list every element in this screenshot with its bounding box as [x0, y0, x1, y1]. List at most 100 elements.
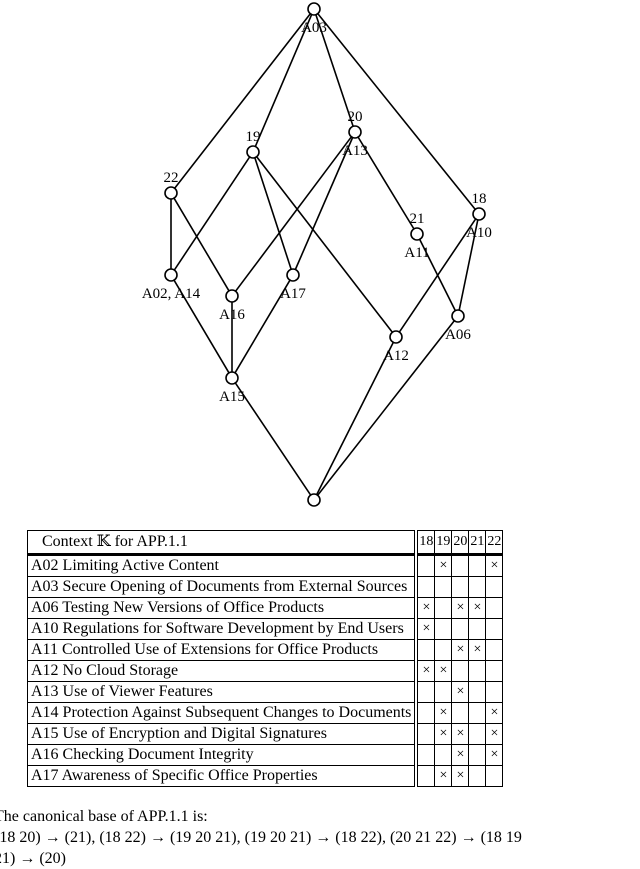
incidence-cell — [468, 681, 487, 703]
lattice-node — [472, 207, 486, 221]
column-header: 18 — [415, 530, 436, 555]
table-row: A13 Use of Viewer Features × — [27, 681, 504, 703]
incidence-cell — [415, 765, 436, 787]
incidence-cell: × — [434, 553, 453, 577]
lattice-node — [246, 145, 260, 159]
incidence-cell — [451, 702, 470, 724]
incidence-cell — [468, 618, 487, 640]
table-title: Context 𝕂 for APP.1.1 — [27, 530, 419, 555]
incidence-cell — [415, 681, 436, 703]
node-label-below: A13 — [342, 143, 368, 159]
incidence-cell: × — [468, 639, 487, 661]
incidence-cell — [434, 597, 453, 619]
canonical-base: The canonical base of APP.1.1 is: (18 20… — [0, 806, 522, 869]
incidence-cell: × — [434, 702, 453, 724]
incidence-cell: × — [485, 744, 504, 766]
node-label-below: A02, A14 — [142, 286, 201, 302]
incidence-cell — [485, 639, 504, 661]
incidence-cell — [468, 576, 487, 598]
incidence-cell — [451, 660, 470, 682]
lattice-node — [164, 186, 178, 200]
table-row: A06 Testing New Versions of Office Produ… — [27, 597, 504, 619]
row-label: A12 No Cloud Storage — [27, 660, 419, 682]
lattice-node — [307, 493, 321, 507]
lattice-edge — [234, 136, 353, 292]
incidence-cell: × — [451, 681, 470, 703]
incidence-cell — [434, 576, 453, 598]
incidence-cell: × — [434, 723, 453, 745]
row-label: A13 Use of Viewer Features — [27, 681, 419, 703]
incidence-cell: × — [451, 723, 470, 745]
node-label-below: A17 — [280, 286, 306, 302]
incidence-cell — [485, 765, 504, 787]
incidence-cell — [485, 660, 504, 682]
lattice-edge — [234, 382, 312, 496]
row-label: A03 Secure Opening of Documents from Ext… — [27, 576, 419, 598]
row-label: A16 Checking Document Integrity — [27, 744, 419, 766]
node-label-below: A15 — [219, 389, 245, 405]
incidence-cell — [434, 618, 453, 640]
table-row: A10 Regulations for Software Development… — [27, 618, 504, 640]
column-header: 19 — [434, 530, 453, 555]
lattice-edge — [317, 320, 455, 496]
incidence-cell — [485, 597, 504, 619]
lattice-edge — [174, 13, 311, 189]
incidence-cell: × — [485, 723, 504, 745]
table-row: A02 Limiting Active Content × × — [27, 553, 504, 577]
incidence-cell — [468, 660, 487, 682]
incidence-cell: × — [451, 597, 470, 619]
node-label-above: 22 — [164, 170, 179, 186]
column-header: 22 — [485, 530, 504, 555]
lattice-edge — [315, 342, 395, 495]
row-label: A14 Protection Against Subsequent Change… — [27, 702, 419, 724]
incidence-cell — [451, 618, 470, 640]
incidence-cell — [415, 702, 436, 724]
incidence-cell — [434, 744, 453, 766]
table-row: A17 Awareness of Specific Office Propert… — [27, 765, 504, 787]
canonical-intro: The canonical base of APP.1.1 is: — [0, 808, 208, 825]
table-row: A14 Protection Against Subsequent Change… — [27, 702, 504, 724]
incidence-cell — [415, 723, 436, 745]
incidence-cell: × — [415, 618, 436, 640]
lattice-node — [451, 309, 465, 323]
node-label-below: A06 — [445, 327, 471, 343]
row-label: A11 Controlled Use of Extensions for Off… — [27, 639, 419, 661]
canonical-line-1: (18 20) → (21), (18 22) → (19 20 21), (1… — [0, 829, 522, 846]
table-row: A16 Checking Document Integrity×× — [27, 744, 504, 766]
incidence-cell: × — [434, 765, 453, 787]
incidence-cell — [434, 639, 453, 661]
table-row: A03 Secure Opening of Documents from Ext… — [27, 576, 504, 598]
lattice-edge — [254, 157, 292, 270]
lattice-edge — [315, 14, 354, 127]
incidence-cell: × — [451, 765, 470, 787]
lattice-edge — [256, 156, 393, 333]
incidence-cell — [434, 681, 453, 703]
incidence-cell: × — [485, 553, 504, 577]
node-label-above: 20 — [348, 109, 363, 125]
incidence-cell — [468, 553, 487, 577]
row-label: A10 Regulations for Software Development… — [27, 618, 419, 640]
row-label: A02 Limiting Active Content — [27, 553, 419, 577]
lattice-node — [225, 289, 239, 303]
incidence-cell — [415, 553, 436, 577]
node-label-below: A16 — [219, 307, 245, 323]
column-header: 20 — [451, 530, 470, 555]
incidence-cell — [415, 639, 436, 661]
node-label-above: 21 — [410, 211, 425, 227]
lattice-edge — [234, 279, 291, 374]
incidence-cell — [468, 702, 487, 724]
incidence-cell — [485, 576, 504, 598]
lattice-edge — [173, 156, 251, 271]
canonical-line-2: 21) → (20) — [0, 850, 66, 867]
lattice-edge — [317, 13, 476, 210]
incidence-cell — [415, 744, 436, 766]
incidence-cell — [485, 681, 504, 703]
lattice-edge — [294, 137, 354, 270]
incidence-cell: × — [415, 597, 436, 619]
lattice-edge — [254, 14, 313, 147]
lattice-node — [225, 371, 239, 385]
incidence-cell: × — [451, 639, 470, 661]
incidence-cell: × — [415, 660, 436, 682]
